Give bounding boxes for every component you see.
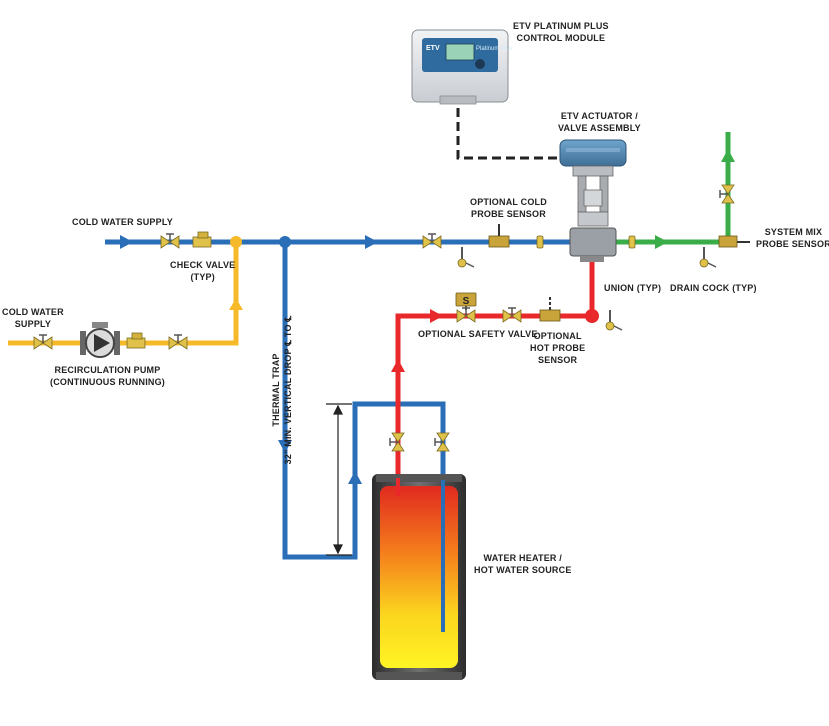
cold-probe-sensor — [488, 224, 510, 248]
cold-junction — [279, 236, 291, 248]
supply-ball-valve — [33, 334, 53, 350]
hot-ball-valve — [502, 307, 522, 323]
system-mix-label: SYSTEM MIX PROBE SENSOR — [756, 227, 829, 249]
trap-arrow-down — [278, 440, 292, 453]
control-module-label: ETV PLATINUM PLUS CONTROL MODULE — [513, 21, 609, 43]
mixed-arrow-right — [655, 235, 668, 249]
recirc-arrow — [229, 298, 243, 310]
mixed-arrow-up — [721, 149, 735, 162]
union-label: UNION (TYP) — [604, 283, 662, 293]
hot-junction — [585, 309, 599, 323]
safety-valve — [455, 292, 477, 323]
hot-drain-cock — [605, 309, 623, 331]
system-mix-probe — [718, 235, 750, 248]
module-model-badge: Platinum Plus — [476, 46, 513, 52]
cold-water-supply-top-label: COLD WATER SUPPLY — [72, 217, 173, 227]
hot-probe-label: OPTIONAL HOT PROBE SENSOR — [530, 331, 586, 365]
mixed-outlet-valve — [719, 184, 735, 204]
mixed-union — [628, 235, 636, 249]
thermal-trap-label: THERMAL TRAP 32" MIN. VERTICAL DROP ℄ TO… — [271, 315, 293, 465]
cold-tank-valve — [434, 432, 450, 452]
cold-water-supply-left-label: COLD WATER SUPPLY — [2, 307, 64, 329]
water-heater-label: WATER HEATER / HOT WATER SOURCE — [474, 553, 572, 575]
hot-arrow-up — [391, 359, 405, 372]
hot-arrow-right — [430, 309, 443, 323]
mixed-drain-cock — [699, 246, 717, 268]
control-cable — [456, 108, 560, 160]
water-heater-tank — [372, 474, 466, 680]
cold-probe-label: OPTIONAL COLD PROBE SENSOR — [470, 197, 547, 219]
actuator-label: ETV ACTUATOR / VALVE ASSEMBLY — [558, 111, 641, 133]
recirc-check-valve — [126, 332, 146, 349]
cold-arrow-2 — [365, 235, 378, 249]
cold-ball-valve — [160, 233, 180, 249]
recirc-pump — [80, 322, 120, 358]
cold-check-valve — [192, 231, 212, 248]
safety-valve-label: OPTIONAL SAFETY VALVE — [418, 329, 538, 339]
hot-tank-valve — [389, 432, 405, 452]
cold-drain-cock — [457, 246, 475, 268]
cold-union — [536, 235, 544, 249]
hot-probe-sensor — [539, 296, 561, 322]
module-brand-badge: ETV — [426, 45, 440, 52]
drain-cock-label: DRAIN COCK (TYP) — [670, 283, 757, 293]
control-module: ETV Platinum Plus — [411, 29, 513, 105]
safety-valve-badge: S — [463, 296, 470, 307]
recirc-junction — [230, 236, 242, 248]
etv-actuator — [559, 139, 627, 262]
recirc-pump-label: RECIRCULATION PUMP (CONTINUOUS RUNNING) — [50, 365, 165, 387]
cold-arrow-1 — [120, 235, 133, 249]
dimension-line — [326, 403, 352, 556]
cold-isolation-valve — [422, 233, 442, 249]
recirc-ball-valve — [168, 334, 188, 350]
hot-pipe — [395, 255, 595, 480]
trap-arrow-up — [348, 471, 362, 484]
check-valve-label: CHECK VALVE (TYP) — [170, 260, 236, 282]
